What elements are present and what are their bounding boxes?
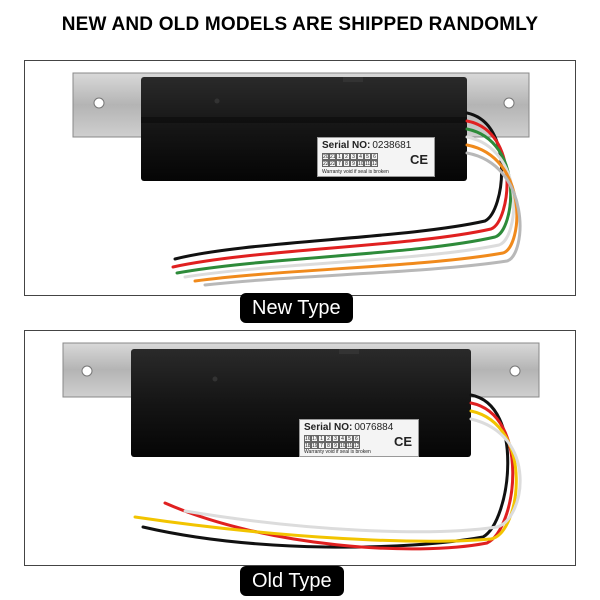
new-serial-number: 0238681 <box>372 140 412 151</box>
wire-white <box>183 417 522 534</box>
old-grid-cell: 1 <box>318 435 325 442</box>
old-grid-cell: 8 <box>325 442 332 449</box>
old-grid-cell: 17 <box>311 435 318 442</box>
new-type-illustration <box>72 72 530 287</box>
new-grid-cell: 7 <box>336 160 343 167</box>
new-grid-cell: 10 <box>357 160 364 167</box>
old-grid-cell: 6 <box>353 435 360 442</box>
ce-mark: CE <box>409 152 428 167</box>
new-type-label: New Type <box>240 293 353 323</box>
new-grid-cell: 6 <box>371 153 378 160</box>
new-grid-cell: 9 <box>350 160 357 167</box>
new-grid-cell: 4 <box>357 153 364 160</box>
wire-grey <box>203 151 522 287</box>
old-type-label: Old Type <box>240 566 344 596</box>
wire-white <box>183 135 516 279</box>
new-serial-label-text: Serial NO: <box>322 140 371 151</box>
new-grid-cell: 20 <box>322 153 329 160</box>
old-grid-cell: 16 <box>304 435 311 442</box>
new-grid-cell: 1 <box>336 153 343 160</box>
screw-hole-left <box>93 97 105 109</box>
old-grid-cell: 12 <box>353 442 360 449</box>
ce-mark: CE <box>393 434 412 449</box>
old-grid-cell: 3 <box>332 435 339 442</box>
new-grid-cell: 5 <box>364 153 371 160</box>
new-grid-cell: 8 <box>343 160 350 167</box>
new-grid-cell: 12 <box>371 160 378 167</box>
old-grid-cell: 9 <box>332 442 339 449</box>
screw-hole-right <box>509 365 521 377</box>
new-grid-cell: 3 <box>350 153 357 160</box>
new-grid-cell: 22 <box>329 160 336 167</box>
old-grid-cell: 5 <box>346 435 353 442</box>
old-grid-cell: 11 <box>346 442 353 449</box>
wires <box>171 111 522 287</box>
new-grid-cell: 2 <box>343 153 350 160</box>
old-warranty-text: Warranty void if seal is broken <box>304 449 371 455</box>
old-grid-cell: 2 <box>325 435 332 442</box>
new-warranty-text: Warranty void if seal is broken <box>322 169 389 175</box>
screw-hole-left <box>81 365 93 377</box>
old-grid-cell: 4 <box>339 435 346 442</box>
old-serial-label-text: Serial NO: <box>304 422 353 433</box>
old-grid-cell: 7 <box>318 442 325 449</box>
new-grid-cell: 11 <box>364 160 371 167</box>
headline: NEW AND OLD MODELS ARE SHIPPED RANDOMLY <box>61 14 539 35</box>
old-grid-cell: 18 <box>304 442 311 449</box>
wire-orange <box>193 143 519 283</box>
new-grid-cell: 22 <box>322 160 329 167</box>
old-grid-cell: 10 <box>339 442 346 449</box>
old-grid-cell: 19 <box>311 442 318 449</box>
wires <box>133 393 522 551</box>
screw-hole-right <box>503 97 515 109</box>
wire-yellow <box>133 409 518 543</box>
old-serial-number: 0076884 <box>354 422 394 433</box>
old-type-illustration <box>62 342 540 551</box>
new-grid-cell: 21 <box>329 153 336 160</box>
